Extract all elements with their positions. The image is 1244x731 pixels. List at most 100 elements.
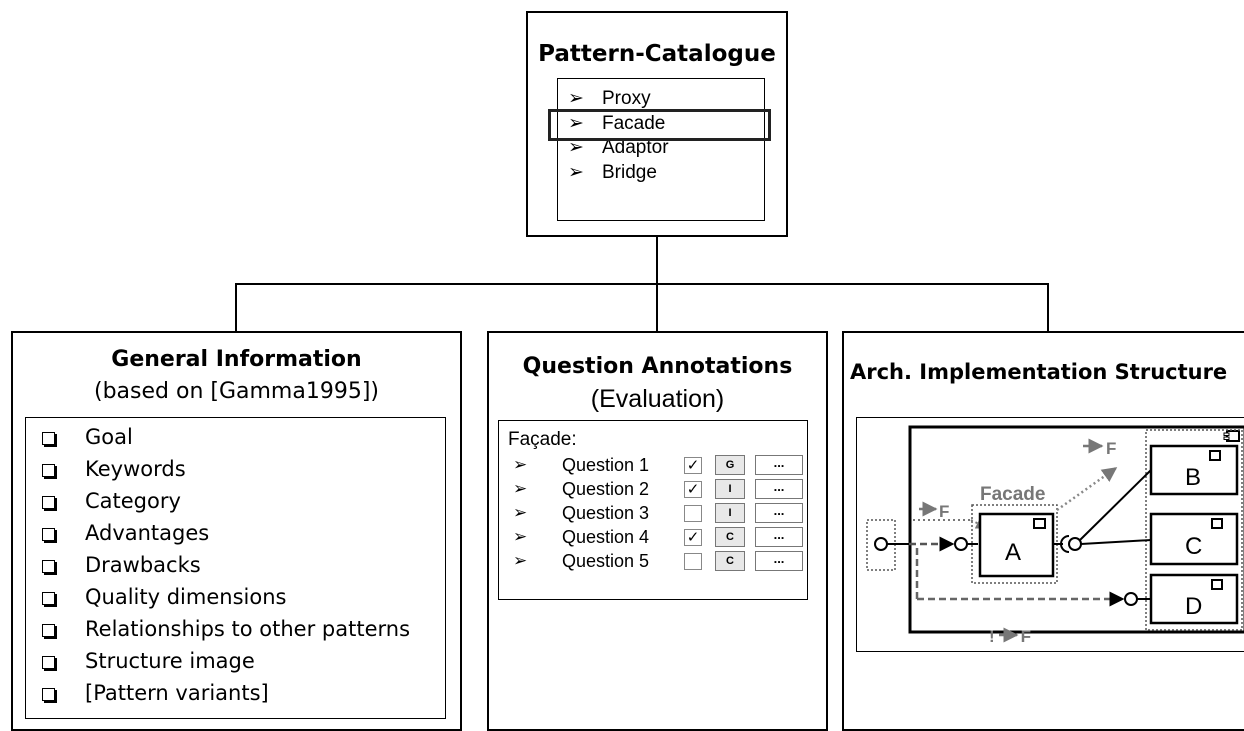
question-more-button[interactable]: ... [755,527,803,547]
checkbox-icon [42,592,55,605]
question-list-header: Façade: [508,429,577,450]
pattern-catalogue-title: Pattern-Catalogue [538,41,776,67]
question-more-button[interactable]: ... [755,479,803,499]
svg-text:B: B [1185,464,1201,491]
list-item[interactable]: Keywords [42,457,186,481]
item-label: [Pattern variants] [85,681,269,705]
pattern-item-proxy: Proxy [602,88,651,109]
question-label: Question 1 [562,455,650,475]
structure-diagram: F Facade A B C D [866,425,1244,646]
flow-label-1: F [939,502,949,521]
svg-text:D: D [1185,593,1202,620]
question-row[interactable]: ➢ Question 2 ✓ I ... [499,479,809,503]
item-label: Advantages [85,521,210,545]
question-checkbox[interactable]: ✓ [684,481,702,498]
question-row[interactable]: ➢ Question 1 ✓ G ... [499,455,809,479]
list-item[interactable]: ➢ Bridge [568,161,657,184]
question-row[interactable]: ➢ Question 5 C ... [499,551,809,575]
question-annotations-subtitle: (Evaluation) [590,385,725,413]
arrow-bullet-icon: ➢ [568,113,584,134]
checkbox-icon [42,624,55,637]
subsystem-group [1145,429,1243,631]
svg-text:A: A [1005,539,1021,566]
checkbox-icon [42,688,55,701]
item-label: Relationships to other patterns [85,617,411,641]
question-row[interactable]: ➢ Question 4 ✓ C ... [499,527,809,551]
connector-left-drop [235,283,237,332]
question-tag[interactable]: C [715,527,745,547]
arrow-bullet-icon: ➢ [513,479,528,498]
facade-label: Facade [980,484,1045,505]
general-information-subtitle: (based on [Gamma1995]) [94,379,379,404]
question-checkbox[interactable]: ✓ [684,457,702,474]
question-label: Question 3 [562,503,650,523]
arch-structure-title: Arch. Implementation Structure [850,360,1228,384]
outer-component-box [908,425,1244,634]
d-interface-icon [1124,592,1138,606]
question-tag[interactable]: I [715,479,745,499]
list-item[interactable]: ➢ Adaptor [568,136,669,159]
arrow-bullet-icon: ➢ [568,137,584,158]
list-item[interactable]: Advantages [42,521,209,545]
left-interface-icon [874,537,888,551]
selection-highlight [548,109,771,141]
question-label: Question 4 [562,527,650,547]
question-label: Question 5 [562,551,650,571]
question-tag[interactable]: G [715,455,745,475]
question-more-button[interactable]: ... [755,455,803,475]
checkbox-icon [42,528,55,541]
list-item[interactable]: Quality dimensions [42,585,286,609]
item-label: Quality dimensions [85,585,287,609]
list-item[interactable]: ➢ Proxy [568,87,651,110]
item-label: Category [85,489,181,513]
list-item[interactable]: [Pattern variants] [42,681,269,705]
general-information-title: General Information [111,347,362,372]
general-information-list: Goal Keywords Category Advantages Drawba… [25,417,446,719]
question-list: Façade: ➢ Question 1 ✓ G ... ➢ Question … [498,420,808,600]
arrow-bullet-icon: ➢ [568,162,584,183]
arrow-bullet-icon: ➢ [513,527,528,546]
component-c [1149,512,1239,566]
question-tag[interactable]: I [715,503,745,523]
arch-structure-panel: Arch. Implementation Structure [842,331,1244,731]
list-item[interactable]: Structure image [42,649,255,673]
checkbox-icon [42,464,55,477]
question-annotations-panel: Question Annotations (Evaluation) Façade… [487,331,828,731]
svg-text:C: C [1185,533,1202,560]
list-item[interactable]: Goal [42,425,133,449]
question-checkbox[interactable] [684,505,702,522]
flow-label-2: F [1106,439,1116,458]
list-item[interactable]: ➢Facade [568,112,665,135]
question-label: Question 2 [562,479,650,499]
pattern-item-adaptor: Adaptor [602,137,669,158]
checkbox-icon [42,560,55,573]
arrow-bullet-icon: ➢ [513,551,528,570]
connector-right-drop [1047,283,1049,332]
connector-vertical-top [656,236,658,284]
question-annotations-title: Question Annotations [522,354,793,379]
list-item[interactable]: Drawbacks [42,553,201,577]
pattern-catalogue-box: Pattern-Catalogue ➢ Proxy ➢Facade ➢ Adapto… [526,11,788,237]
arrow-bullet-icon: ➢ [568,88,584,109]
arrow-bullet-icon: ➢ [513,455,528,474]
flow-label-3: !F [989,627,1031,646]
pattern-item-bridge: Bridge [602,162,657,183]
question-more-button[interactable]: ... [755,551,803,571]
checkbox-icon [42,656,55,669]
pattern-list: ➢ Proxy ➢Facade ➢ Adaptor ➢ Bridge [557,78,765,221]
question-row[interactable]: ➢ Question 3 I ... [499,503,809,527]
list-item[interactable]: Category [42,489,181,513]
item-label: Structure image [85,649,255,673]
list-item[interactable]: Relationships to other patterns [42,617,410,641]
checkbox-icon [42,496,55,509]
a-interface-icon [954,537,968,551]
item-label: Keywords [85,457,186,481]
item-label: Goal [85,425,133,449]
question-checkbox[interactable] [684,553,702,570]
question-checkbox[interactable]: ✓ [684,529,702,546]
question-more-button[interactable]: ... [755,503,803,523]
item-label: Drawbacks [85,553,201,577]
question-tag[interactable]: C [715,551,745,571]
arrow-bullet-icon: ➢ [513,503,528,522]
checkbox-icon [42,432,55,445]
